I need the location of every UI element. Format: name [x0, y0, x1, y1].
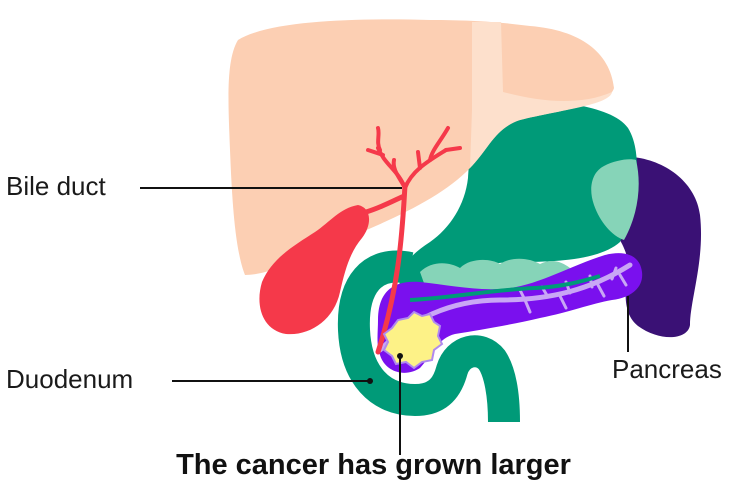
duodenum-leader-dot	[367, 378, 373, 384]
duodenum-label: Duodenum	[6, 364, 133, 394]
tumour-leader-dot	[397, 353, 403, 359]
pancreas-label: Pancreas	[612, 354, 722, 384]
bile-duct-label: Bile duct	[6, 171, 106, 201]
tumour-caption: The cancer has grown larger	[0, 448, 747, 482]
